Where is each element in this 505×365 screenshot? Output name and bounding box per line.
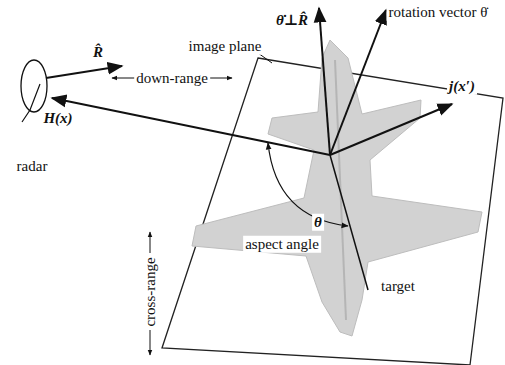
vector-label: θ̇⊥R̂ — [274, 12, 310, 29]
aspect-angle-arc — [268, 143, 348, 226]
current-vector-arrow — [330, 104, 452, 155]
angle-symbol: θ — [312, 214, 324, 231]
leader-line — [258, 53, 272, 63]
rotation-vector-arrow — [330, 10, 386, 155]
aircraft-silhouette — [192, 40, 482, 336]
perp-rotation-arrow — [319, 8, 330, 155]
device-label: radar — [15, 158, 50, 175]
radar-mount — [22, 84, 40, 122]
vector-label: rotation vector θ̇ — [387, 4, 490, 21]
radar-dish — [21, 60, 47, 112]
axis-label: cross-range — [142, 255, 159, 328]
los-arrow — [52, 98, 330, 155]
range-arrow — [150, 330, 151, 355]
plane-label: image plane — [187, 38, 264, 55]
range-arrow — [150, 232, 151, 253]
axis-label: down-range — [134, 70, 210, 87]
vector-label: R̂ — [91, 44, 105, 61]
target-label: target — [379, 278, 417, 295]
vector-label: j(x′) — [447, 78, 477, 95]
vector-label: H(x) — [41, 110, 74, 127]
angle-label: aspect angle — [243, 236, 321, 253]
target-axis-line — [330, 155, 368, 290]
unit-vector-arrow — [46, 66, 122, 78]
